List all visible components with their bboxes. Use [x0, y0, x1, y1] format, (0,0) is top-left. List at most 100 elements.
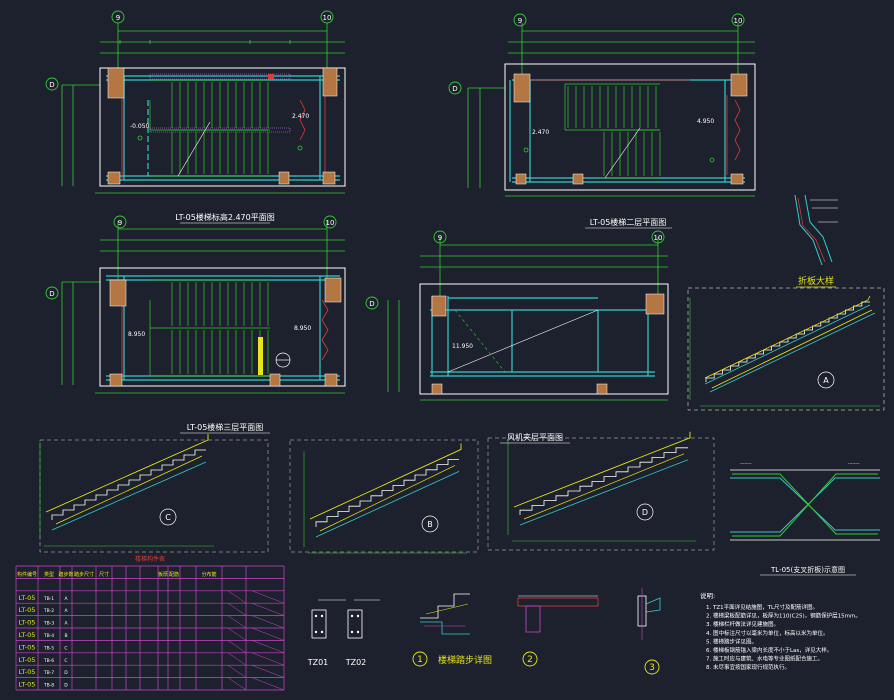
column-labels: TZ01 TZ02	[307, 658, 367, 667]
table-cell: TB-3	[43, 621, 54, 627]
table-cell: C	[64, 645, 67, 651]
title-step-detail: 楼梯踏步详图	[438, 654, 492, 666]
table-cell: LT-05	[19, 631, 36, 639]
p3-level-b: 8.950	[294, 325, 311, 332]
title-tl-detail: TL-05(支叉折板)示意图	[770, 565, 845, 574]
table-cell: C	[64, 658, 67, 664]
svg-text:--------: --------	[740, 461, 752, 466]
table-cell: TB-6	[43, 658, 54, 664]
fold-detail	[794, 194, 838, 266]
grid-d-a: D	[49, 81, 54, 89]
detail-3	[637, 588, 661, 640]
grid-10-d: 10	[654, 234, 663, 242]
note-line: 5. 楼梯踏步详见图。	[706, 637, 757, 645]
detail-marker-2: 2	[527, 655, 533, 665]
marker-D: D	[642, 508, 648, 517]
table-cell: TB-8	[43, 683, 54, 689]
marker-B: B	[427, 520, 433, 529]
table-header: 板厚	[158, 571, 168, 578]
title-fold-detail: 折板大样	[798, 275, 834, 287]
note-line: 1. TZ1平面详见结施图，TL尺寸及配筋详图。	[706, 603, 818, 611]
table-cell: B	[64, 633, 67, 639]
table-cell: D	[64, 683, 68, 689]
p2-level-a: 2.470	[532, 129, 549, 136]
grid-9-c: 9	[118, 219, 122, 227]
p1-level-b: 2.470	[292, 113, 309, 120]
table-cell: TB-5	[43, 645, 54, 651]
note-line: 7. 施工时应与建筑、水电等专业图纸配合施工。	[706, 655, 823, 663]
marker-A: A	[823, 376, 829, 385]
note-line: 6. 楼梯板钢筋锚入梁内长度不小于Las，详见大样。	[706, 646, 832, 654]
p2-level-b: 4.950	[697, 118, 714, 125]
note-line: 4. 图中标注尺寸以毫米为单位，标高以米为单位。	[706, 629, 829, 637]
p4-level-a: 11.950	[452, 343, 473, 350]
grid-10-c: 10	[326, 219, 335, 227]
table-cell: TB-7	[43, 670, 54, 676]
table-cell: A	[64, 608, 68, 614]
p1-level-a: -0.050	[130, 123, 150, 130]
grid-d-b: D	[452, 85, 457, 93]
table-cell: LT-05	[19, 619, 36, 627]
grid-bubbles: 9 10 9 10 D D 9 10 D 9 10 D	[45, 10, 745, 310]
grid-9-b: 9	[518, 17, 522, 25]
column-details	[311, 599, 380, 639]
detail-2	[517, 595, 599, 633]
title-plan-3: LT-05楼梯三层平面图	[187, 422, 264, 432]
table-cell: LT-05	[19, 606, 36, 614]
note-line: 3. 楼梯栏杆做法详见建施图。	[706, 620, 779, 628]
table-cell: TB-4	[43, 633, 54, 639]
marker-C: C	[165, 513, 171, 522]
table-title: 楼梯构件表	[135, 555, 165, 563]
detail-marker-1: 1	[417, 655, 423, 665]
label-tz01: TZ01	[307, 658, 329, 667]
table-cell: LT-05	[19, 594, 36, 602]
detail-markers: 1 2 3	[412, 651, 660, 675]
table-header: 构件编号	[17, 571, 37, 578]
title-plan-2: LT-05楼梯二层平面图	[590, 217, 667, 227]
title-plan-1: LT-05楼梯标高2.470平面图	[175, 212, 274, 222]
table-cell: D	[64, 670, 68, 676]
grid-9-a: 9	[116, 14, 120, 22]
grid-10-a: 10	[323, 14, 332, 22]
table-header: 踏步数	[58, 571, 73, 578]
table-cell: LT-05	[19, 643, 36, 651]
table-header: 尺寸	[99, 571, 109, 578]
grid-9-d: 9	[438, 234, 442, 242]
plan-1: -0.050 2.470	[61, 23, 346, 194]
plan-2: 2.470 4.950	[467, 23, 756, 197]
p3-level-a: 8.950	[128, 331, 145, 338]
section-A	[687, 287, 885, 411]
note-line: 8. 未尽事宜按国家现行规范执行。	[706, 663, 790, 671]
table-cell: A	[64, 596, 68, 602]
table-cell: LT-05	[19, 668, 36, 676]
table-header: 类型	[44, 571, 54, 578]
grid-d-d: D	[369, 300, 374, 308]
notes-heading: 说明:	[700, 591, 715, 600]
detail-marker-3: 3	[649, 663, 655, 673]
table-cell: TB-2	[43, 608, 54, 614]
svg-text:--------: --------	[848, 461, 860, 466]
notes-block: 说明: 1. TZ1平面详见结施图，TL尺寸及配筋详图。2. 楼梯梁板配筋详见，板…	[700, 591, 861, 671]
grid-d-c: D	[49, 290, 54, 298]
table-cell: A	[64, 621, 68, 627]
plan-4: 11.950	[387, 237, 669, 401]
tl-detail: -------- --------	[730, 461, 880, 541]
table-header: 踏步尺寸	[74, 571, 94, 578]
table-cell: LT-05	[19, 681, 36, 689]
note-line: 2. 楼梯梁板配筋详见，板厚为110(C25)，钢筋保护层15mm。	[706, 612, 861, 620]
drawing-titles: LT-05楼梯标高2.470平面图 LT-05楼梯二层平面图 LT-05楼梯三层…	[175, 212, 856, 666]
table-header: 分布筋	[201, 571, 216, 578]
grid-10-b: 10	[734, 17, 743, 25]
table-cell: TB-1	[43, 596, 54, 602]
title-plan-4: 风机夹层平面图	[507, 432, 563, 442]
sections-row	[39, 431, 715, 554]
table-cell: LT-05	[19, 656, 36, 664]
section-markers: A C B D	[159, 376, 829, 533]
detail-1	[420, 593, 470, 635]
label-tz02: TZ02	[345, 658, 367, 667]
table-header: 配筋	[169, 571, 179, 578]
plan-3: 8.950 8.950	[61, 221, 346, 394]
